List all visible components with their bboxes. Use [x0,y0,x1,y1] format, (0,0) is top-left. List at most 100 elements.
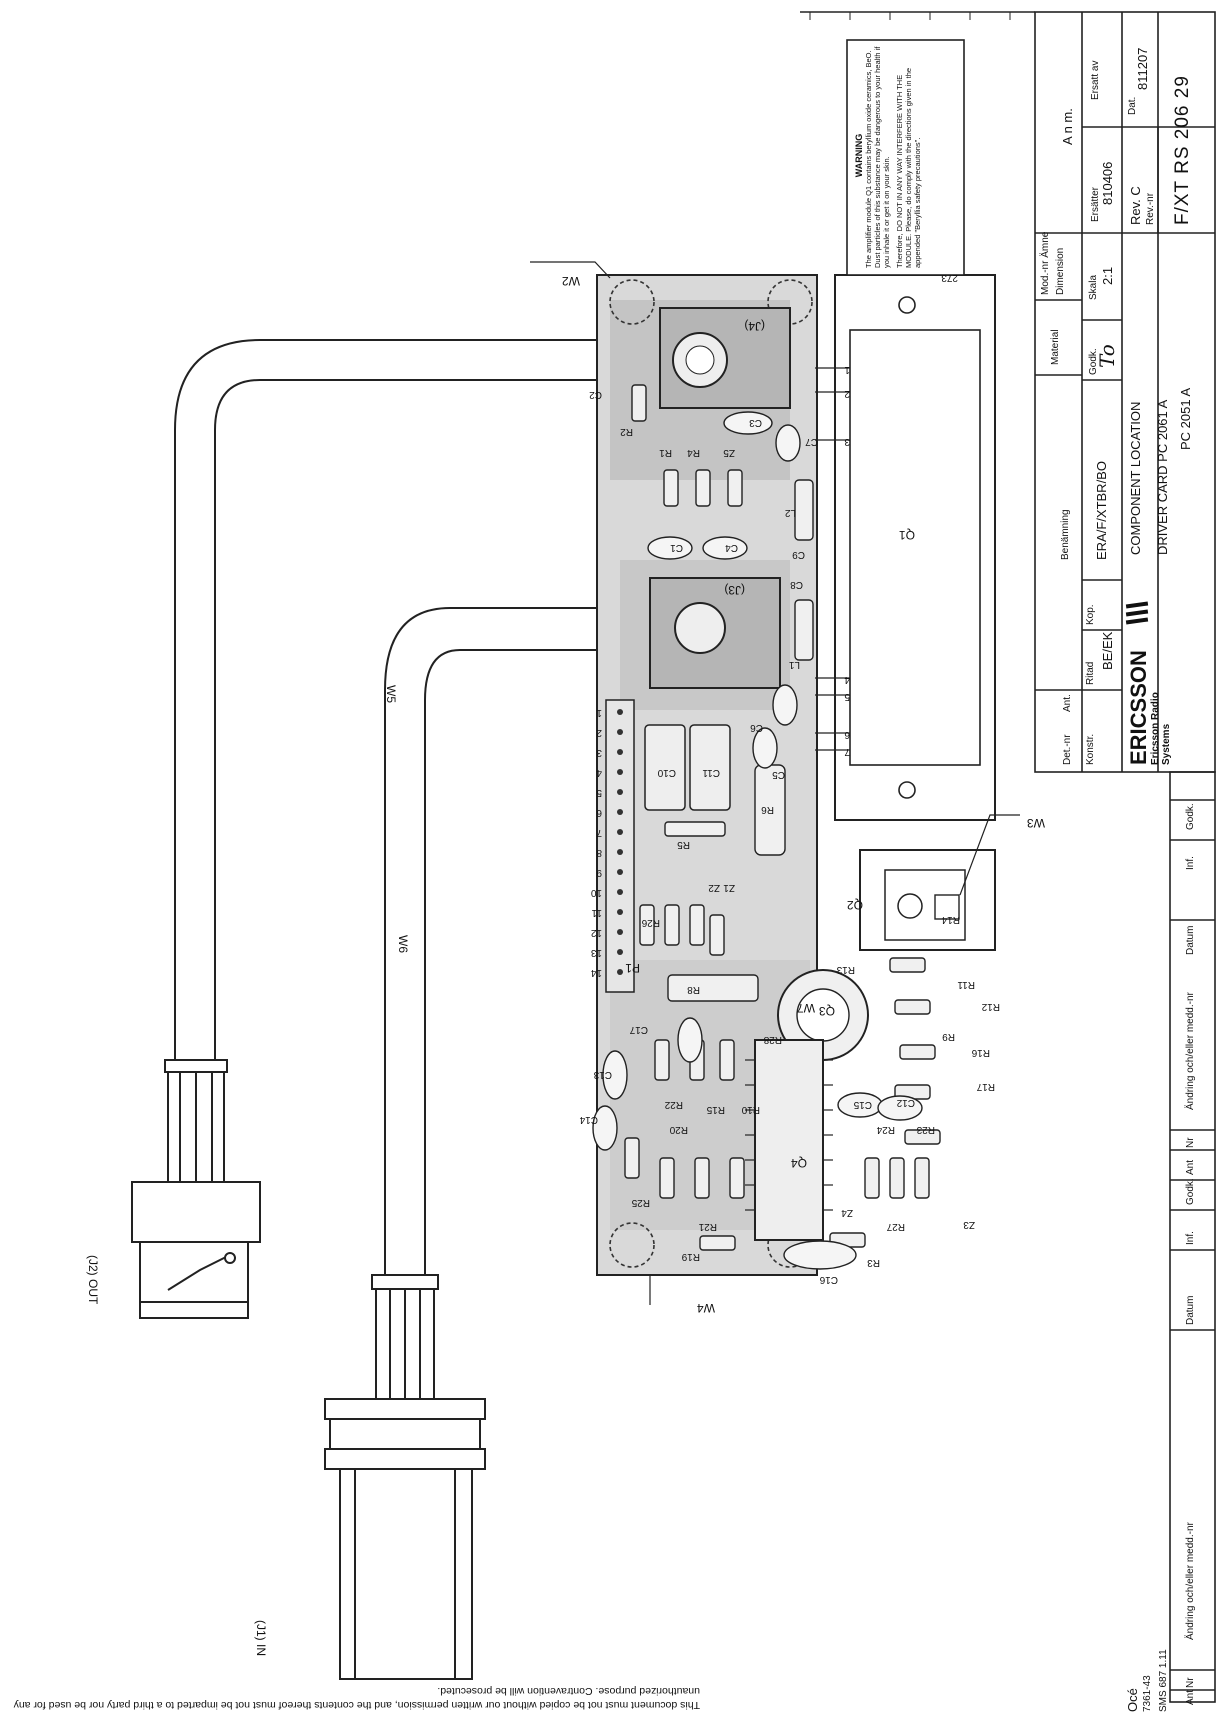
tb-ritad: BE/EK [1100,631,1115,670]
strip-pin-13: 13 [590,947,602,958]
rev-col-nr: Nr [1185,1137,1196,1148]
tb-det-nr: Det.-nr [1062,734,1073,765]
footer-oce: Océ [1125,1688,1140,1712]
connector-j1-label: (J1) IN [254,1620,268,1657]
label-z4: Z4 [841,1207,853,1218]
strip-pin-4: 4 [596,767,602,778]
label-q2: Q2 [846,898,863,912]
warning-text: WARNING The amplifier module Q1 contains… [854,43,922,268]
strip-pin-1: 1 [596,707,602,718]
label-p1: P1 [625,961,640,975]
warning-box [846,39,965,276]
label-r22: R22 [664,1099,683,1110]
label-r4: R4 [687,447,700,458]
q2-block [859,814,1020,951]
warning-title: WARNING [854,133,864,178]
label-q4: Q4 [790,1156,807,1170]
warning-body: The amplifier module Q1 contains berylli… [864,46,891,268]
cable-w6-outer [174,339,655,1060]
wire-label-w5: W5 [384,685,398,703]
q1-pin-4: 4 [844,674,850,685]
connector-j2-label: (J2) OUT [86,1255,100,1305]
rev-col-datum: Datum [1185,925,1196,955]
tb-godk-signature: To [1095,344,1119,368]
label-c5: C5 [772,769,785,780]
strip-pin-5: 5 [596,787,602,798]
label-r26: R26 [641,917,660,928]
q1-pin-2: 2 [844,388,850,399]
label-z5: Z5 [723,447,735,458]
tb-mod-nr: Mod.-nr Ämne [1040,231,1051,295]
jack-label-j4: (J4) [744,319,765,333]
label-r12: R12 [981,1001,1000,1012]
rev-col-godk: Godk. [1185,803,1196,830]
tb-material: Material [1050,329,1061,365]
label-r28: R28 [763,1034,782,1045]
tb-ersatter: 810406 [1100,161,1115,205]
rev-col-ant-2: Ant [1185,1689,1196,1705]
label-c17: C17 [629,1024,648,1035]
rev-col-nr-2: Nr [1185,1677,1196,1688]
label-c2: C2 [589,389,602,400]
warning-code: 273 [941,272,958,283]
label-q3: Q3 [818,1004,835,1018]
wire-label-w2: W2 [562,274,580,288]
rev-col-ant: Ant [1185,1159,1196,1175]
tb-doc-no: F/XT RS 206 29 [1172,75,1193,225]
strip-pin-3: 3 [596,747,602,758]
wire-label-w7: W7 [797,1001,815,1015]
cable-w6-inner [214,379,655,1060]
label-r15: R15 [706,1104,725,1115]
strip-pin-14: 14 [590,967,602,978]
tb-kop: Kop. [1085,604,1096,625]
tb-company-sub: Ericsson Radio Systems [1150,692,1172,765]
strip-pin-11: 11 [591,907,602,918]
tb-ersatt-av-label: Ersatt av [1090,60,1101,100]
footer-oce-code: 7361-43 [1142,1675,1153,1712]
tb-benamning: Benämning [1060,509,1071,560]
label-c4: C4 [725,542,738,553]
label-z3: Z3 [963,1219,975,1230]
strip-pin-6: 6 [596,807,602,818]
cables [174,339,700,1275]
tb-rev-nr-label: Rev.-nr [1145,192,1156,225]
connector-j1 [324,1274,486,1680]
tb-company: ERICSSON [1126,650,1151,765]
wire-label-w3: W3 [1027,816,1045,830]
label-r24: R24 [876,1124,895,1135]
tb-title-2: DRIVER CARD PC 2061 A [1155,399,1170,555]
label-c13: C13 [593,1069,612,1080]
connector-j2 [131,1059,261,1319]
tb-konstr: Konstr. [1085,733,1096,765]
label-c10: C10 [657,767,676,778]
label-z2: Z2 [708,882,720,893]
label-r10: R10 [741,1104,760,1115]
label-c16: C16 [819,1274,838,1285]
label-r16: R16 [971,1047,990,1058]
label-r1: R1 [659,447,672,458]
wire-label-w6: W6 [396,935,410,953]
rev-col-inf: Inf. [1185,856,1196,870]
label-r6: R6 [761,804,774,815]
tb-title-3: PC 2051 A [1178,387,1193,450]
label-r19: R19 [681,1251,700,1262]
tb-dat: 811207 [1135,47,1150,90]
label-r25: R25 [631,1197,650,1208]
label-c14: C14 [579,1114,598,1125]
label-c1: C1 [670,542,683,553]
label-c3: C3 [749,417,762,428]
label-c6: C6 [750,722,763,733]
tb-dat-label: Dat. [1127,96,1138,115]
q1-pin-5: 5 [844,691,850,702]
warning-body-2: Therefore, DO NOT IN ANY WAY INTERFERE W… [895,67,922,268]
tb-skala: 2:1 [1100,266,1115,285]
copyright-notice: This document must not be copied without… [13,1685,700,1711]
label-q1: Q1 [898,528,915,542]
label-z1: Z1 [723,882,735,893]
rev-col-datum-2: Datum [1185,1295,1196,1325]
label-c8: C8 [790,579,803,590]
jack-label-j3: (J3) [724,583,745,597]
cable-w5-outer [384,607,700,1275]
q1-pin-7: 7 [844,746,850,757]
label-r17: R17 [976,1081,995,1092]
